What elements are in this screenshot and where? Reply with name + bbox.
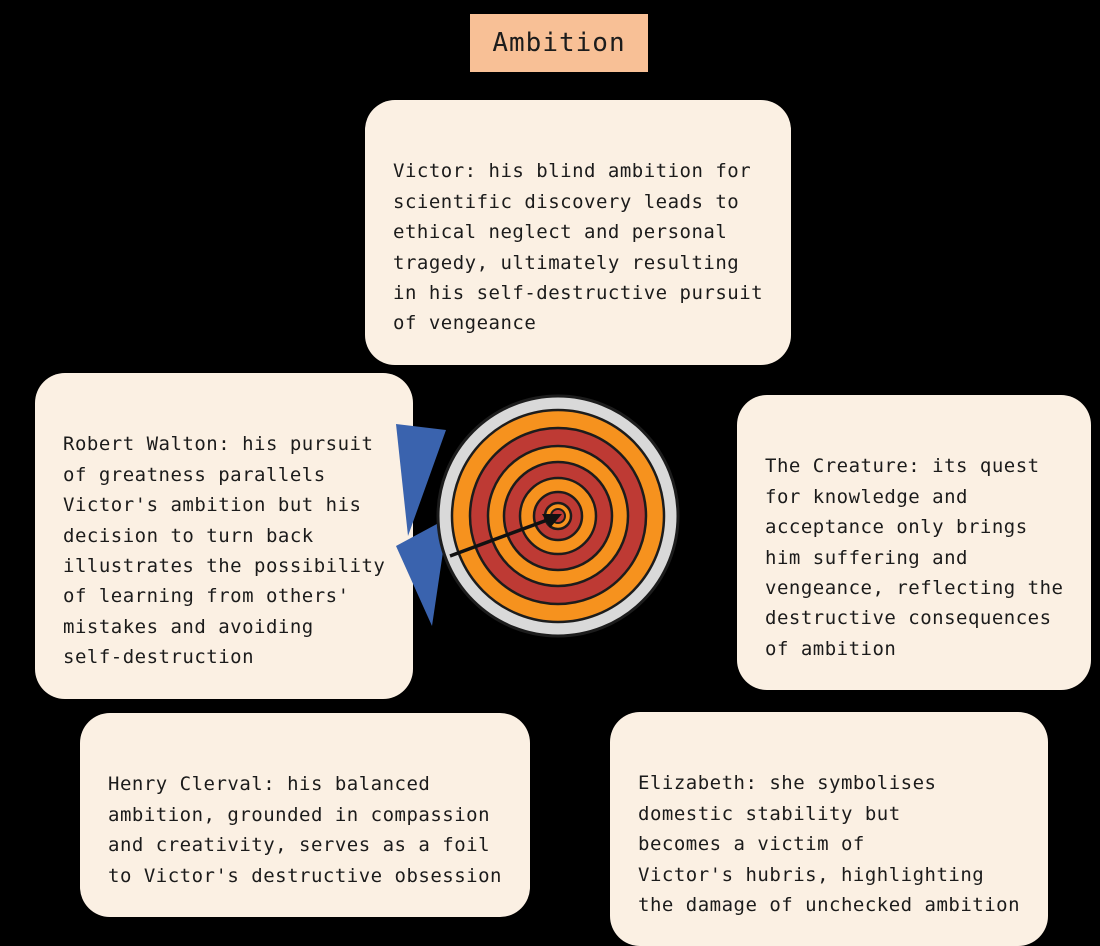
card-robert-walton: Robert Walton: his pursuit of greatness … — [35, 373, 414, 699]
card-robert-walton-text: Robert Walton: his pursuit of greatness … — [63, 433, 386, 669]
card-henry-clerval-text: Henry Clerval: his balanced ambition, gr… — [108, 773, 502, 887]
card-elizabeth-text: Elizabeth: she symbolises domestic stabi… — [638, 772, 1021, 916]
bullseye-rings — [436, 394, 680, 638]
card-henry-clerval: Henry Clerval: his balanced ambition, gr… — [80, 713, 530, 917]
target-icon — [396, 394, 680, 638]
card-elizabeth: Elizabeth: she symbolises domestic stabi… — [610, 712, 1049, 946]
card-victor: Victor: his blind ambition for scientifi… — [365, 100, 792, 365]
card-the-creature-text: The Creature: its quest for knowledge an… — [765, 455, 1064, 660]
page-title: Ambition — [470, 14, 648, 72]
card-victor-text: Victor: his blind ambition for scientifi… — [393, 160, 764, 335]
card-the-creature: The Creature: its quest for knowledge an… — [737, 395, 1092, 691]
arrow-icon — [449, 514, 562, 558]
lightning-icon — [396, 424, 448, 626]
title-label: Ambition — [492, 28, 626, 58]
